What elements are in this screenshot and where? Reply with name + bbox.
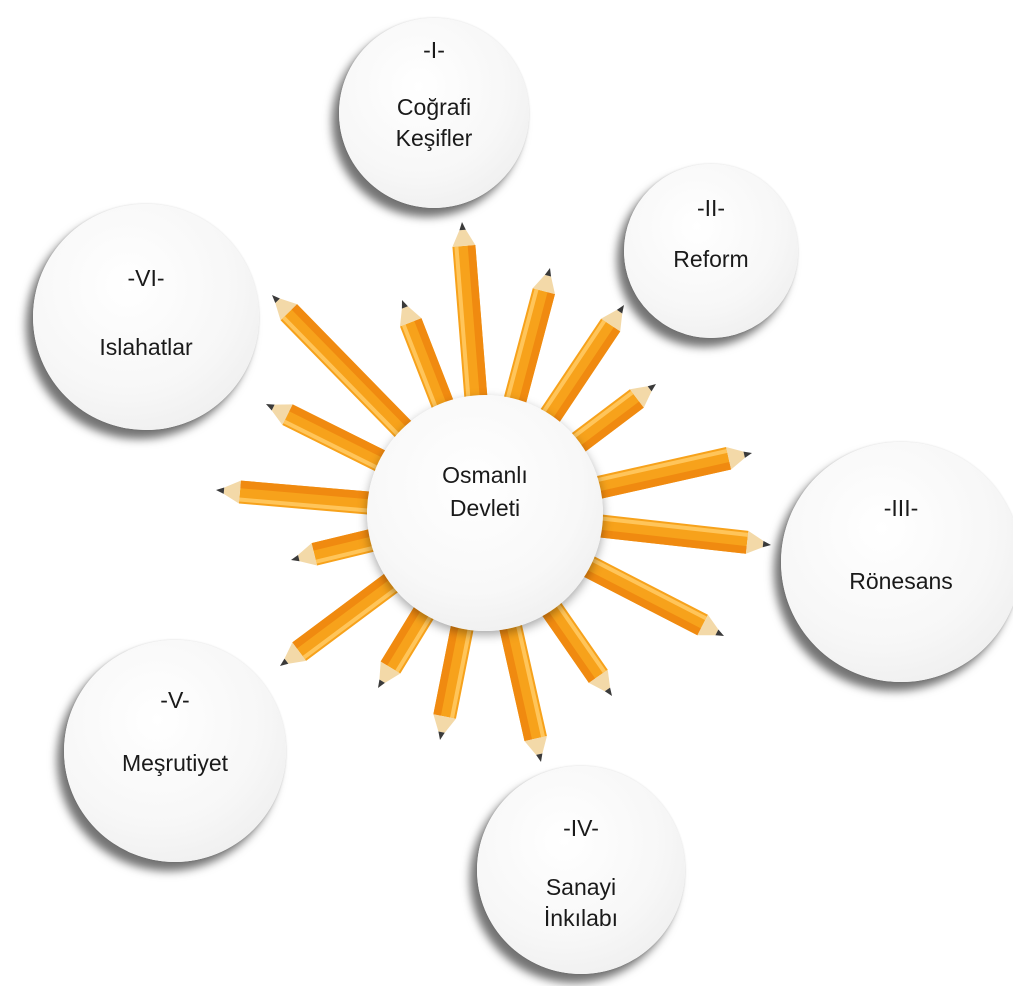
pencil-wood	[532, 274, 555, 295]
node-VI-label: Islahatlar	[33, 332, 259, 363]
node-IV-numeral: -IV-	[563, 815, 599, 841]
node-V-label: Meşrutiyet	[64, 748, 286, 779]
node-VI-numeral: -VI-	[127, 265, 165, 291]
pencil-lead	[536, 753, 543, 762]
pencil-wood	[697, 614, 719, 636]
pencil-wood	[275, 298, 297, 321]
node-V-label-line1: Meşrutiyet	[121, 750, 229, 776]
node-I-label-line2: Keşifler	[395, 125, 473, 151]
pencil-wood	[452, 229, 476, 247]
pencil-lead	[715, 629, 725, 637]
node-II-circle: -II- Reform	[624, 164, 798, 338]
pencil-wood	[726, 447, 745, 470]
pencil-lead	[459, 221, 466, 231]
node-V-circle: -V- Meşrutiyet	[64, 640, 286, 862]
pencil-wood	[601, 309, 623, 332]
node-IV-circle: -IV- Sanayi İnkılabı	[477, 766, 685, 974]
pencil-lead	[401, 300, 408, 309]
node-II-numeral: -II-	[696, 195, 726, 221]
node-II-label: Reform	[624, 244, 798, 275]
node-III-circle: -III- Rönesans	[781, 442, 1013, 682]
node-I-label-line1: Coğrafi	[396, 94, 472, 120]
center-label: Osmanlı Devleti	[367, 459, 603, 525]
pencil-lead	[266, 403, 275, 411]
pencil-wood	[433, 714, 456, 733]
center-label-line2: Devleti	[449, 495, 521, 521]
node-I-label: Coğrafi Keşifler	[339, 92, 529, 154]
pencil-lead	[272, 294, 280, 303]
node-III-label-line1: Rönesans	[849, 568, 953, 594]
node-VI-label-line1: Islahatlar	[99, 334, 193, 360]
pencil-wood	[223, 480, 241, 504]
pencil-lead	[544, 268, 552, 277]
pencil-lead	[762, 540, 771, 548]
pencil-lead	[647, 384, 657, 392]
pencil-wood	[524, 736, 547, 755]
node-IV-label: Sanayi İnkılabı	[477, 872, 685, 934]
node-IV-label-line2: İnkılabı	[543, 905, 619, 931]
pencil-lead	[616, 305, 625, 314]
pencil-wood	[745, 530, 764, 554]
node-IV-label-line1: Sanayi	[545, 874, 617, 900]
center-label-line1: Osmanlı	[442, 462, 528, 488]
center-circle: Osmanlı Devleti	[367, 395, 603, 631]
node-III-numeral: -III-	[883, 495, 919, 521]
pencil-lead	[377, 679, 385, 688]
node-I-circle: -I- Coğrafi Keşifler	[339, 18, 529, 208]
pencil-wood	[588, 669, 611, 692]
node-I-numeral: -I-	[423, 37, 445, 63]
node-V-numeral: -V-	[160, 687, 190, 713]
pencil-lead	[743, 451, 752, 458]
node-II-label-line1: Reform	[673, 246, 749, 272]
pencil-lead	[438, 731, 445, 741]
pencil-lead	[216, 487, 225, 494]
pencil-lead	[291, 554, 300, 562]
pencil-wood	[284, 642, 307, 664]
node-III-label: Rönesans	[781, 566, 1013, 597]
pencil-lead	[604, 687, 613, 696]
pencil-wood	[379, 661, 401, 683]
pencil-wood	[271, 404, 293, 425]
pencil-wood	[399, 306, 422, 327]
pencil-wood	[629, 386, 652, 408]
node-VI-circle: -VI- Islahatlar	[33, 204, 259, 430]
pencil-lead	[279, 658, 289, 666]
pencil-wood	[298, 543, 318, 566]
